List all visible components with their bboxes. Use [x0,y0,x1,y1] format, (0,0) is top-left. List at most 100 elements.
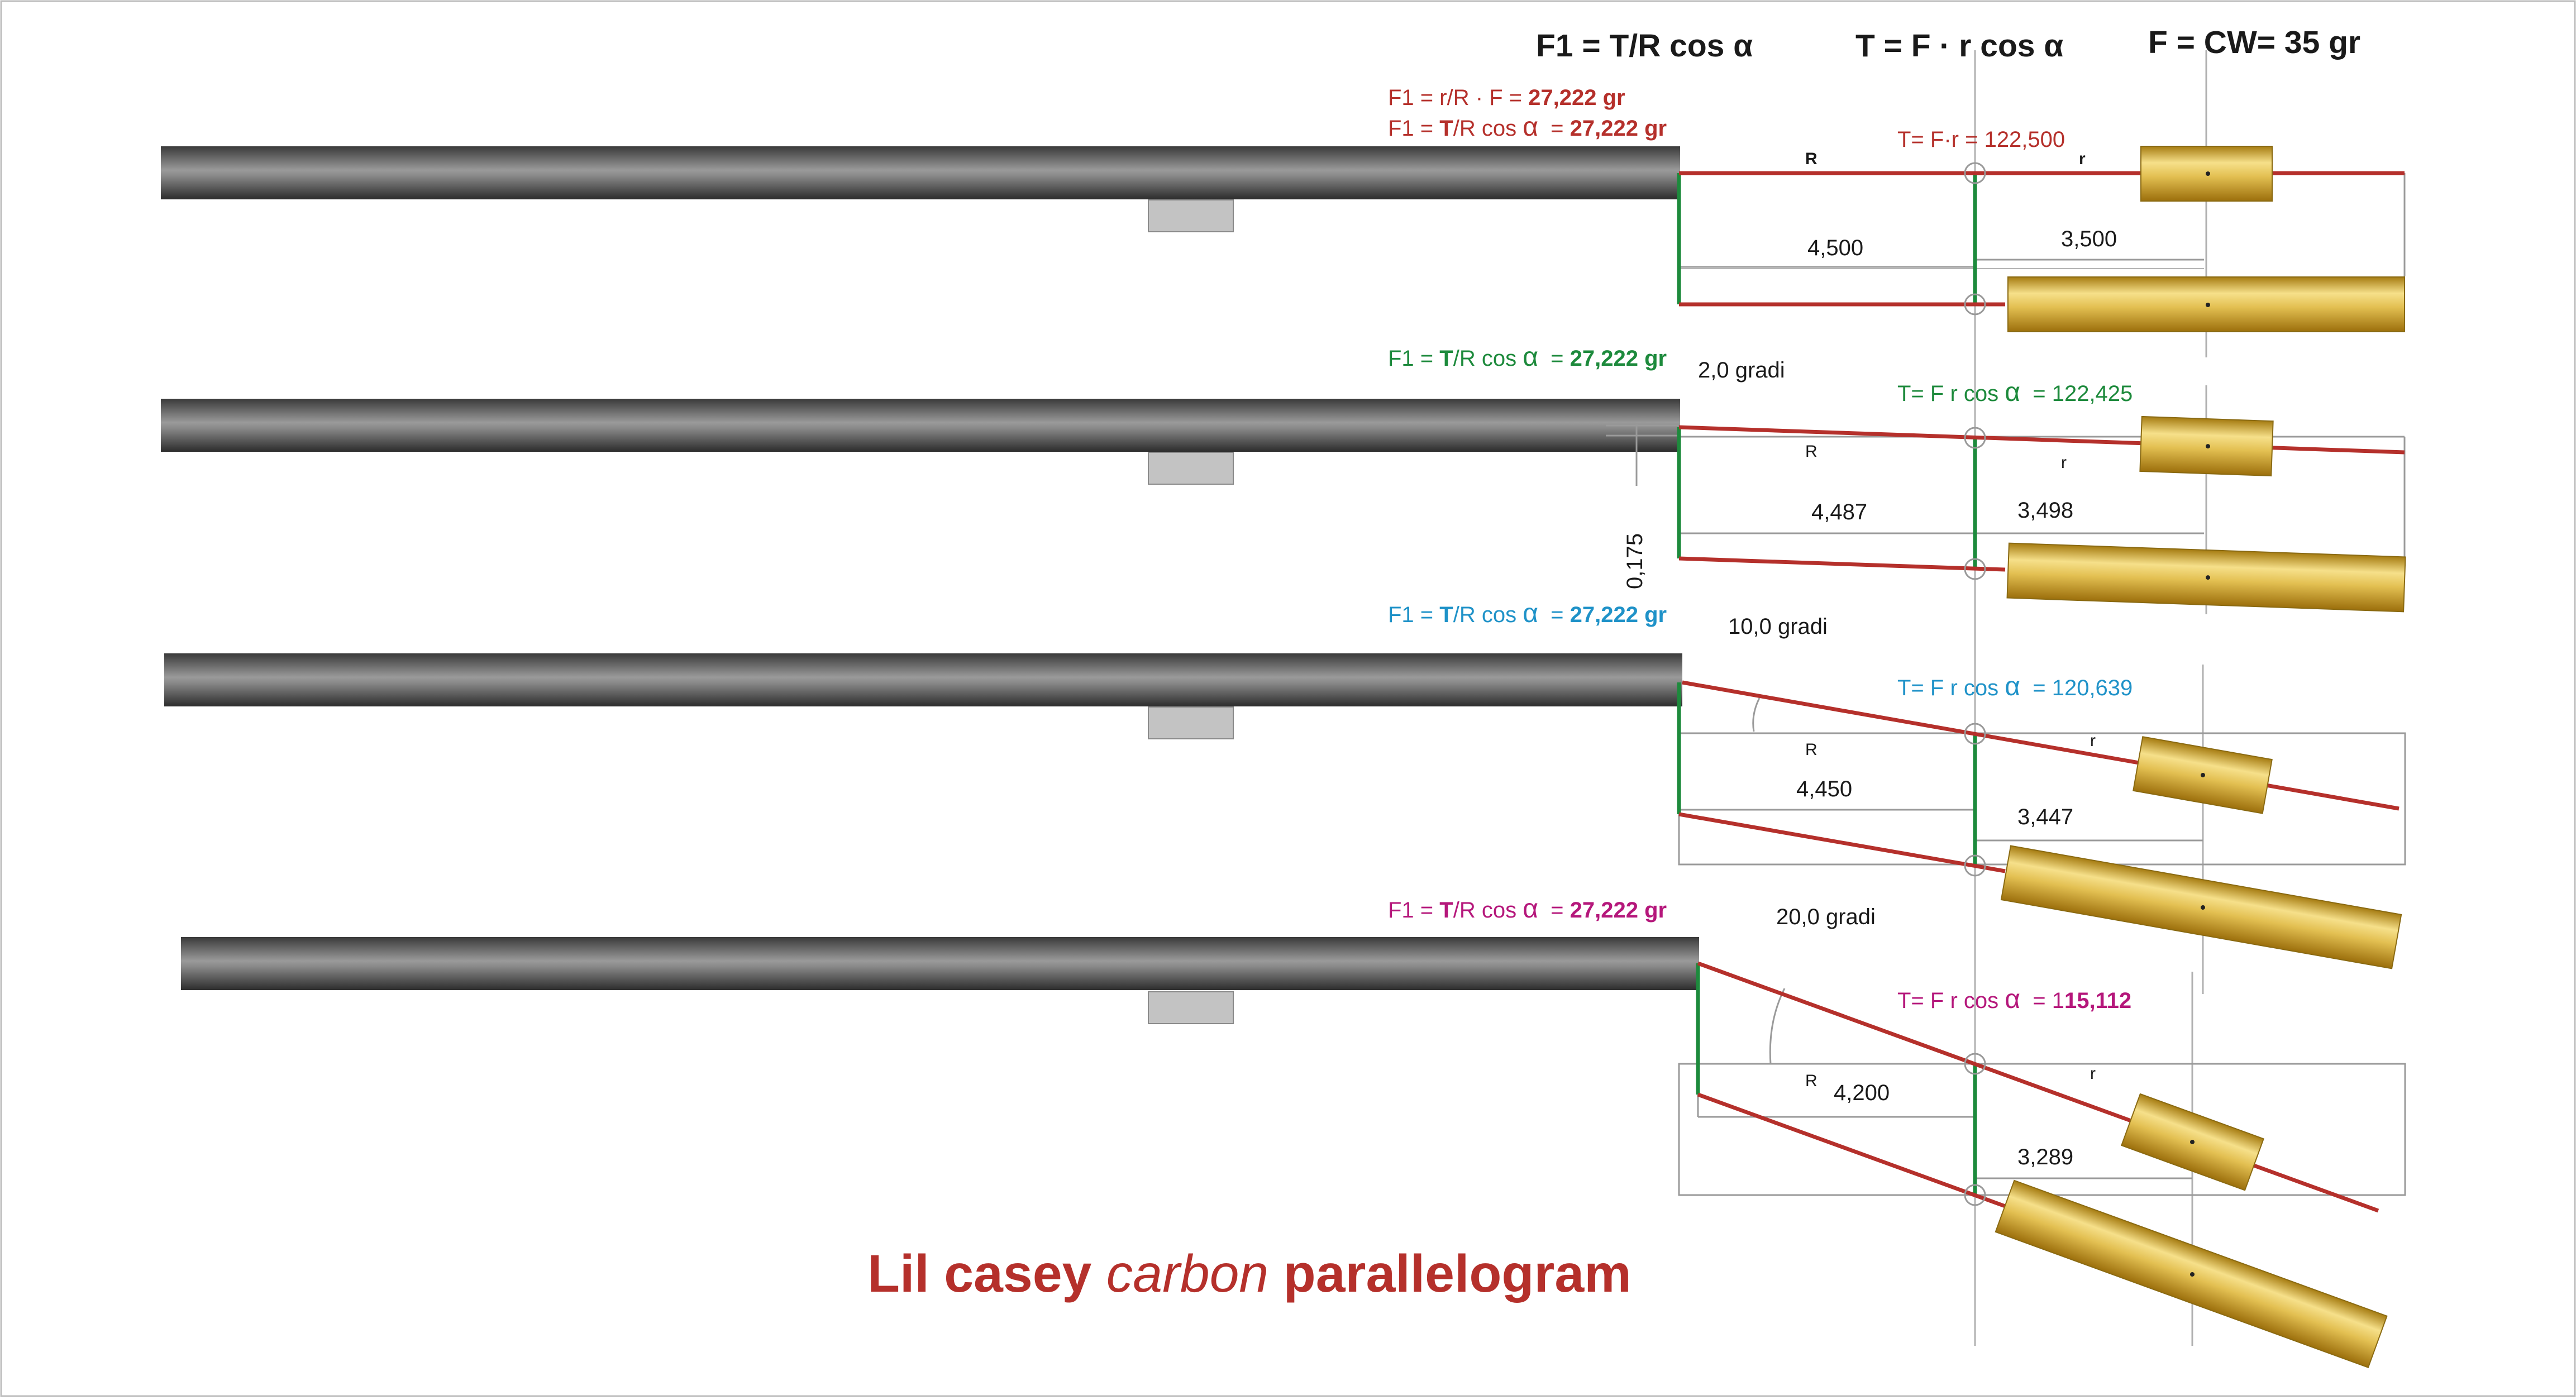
formula-alpha: α [1523,894,1538,924]
title-part2: carbon [1106,1244,1268,1303]
formula-2-alpha: α [1523,112,1538,142]
torque-a: T= F r cos [1897,988,2005,1013]
dim-R: 4,500 [1807,236,1863,260]
dim-R: 4,487 [1811,500,1867,524]
rod-clamp [1148,199,1234,232]
formula-2-value: 27,222 gr [1570,116,1667,141]
weight-lower-group [1995,1179,2388,1369]
r-label: r [2090,1064,2096,1083]
weight-lower-dot [2201,905,2205,910]
formula-a: F1 = [1388,603,1439,627]
red-lower-arm [1678,556,2006,572]
formula-2-d: = [1538,116,1570,141]
formula-1: F1 = r/R · F = 27,222 gr [1388,85,1625,110]
weight-upper-group [2121,1093,2264,1191]
r-label: r [2079,150,2086,168]
formula-2-a: F1 = [1388,116,1439,141]
pivot-upper [1964,162,1986,184]
panel-2: F1 = T/R cos α = 27,222 gr 2,0 gradi T= … [161,342,2406,613]
weight-lower-dot [2206,303,2210,307]
torque-a: T= F r cos [1897,676,2005,700]
dimension-frame [1679,268,2204,269]
torque-a: T= F r cos [1897,381,2005,406]
angle-arc [1769,988,1786,1064]
weight-upper-dot [2206,444,2211,449]
R-label: R [1805,150,1817,168]
panel-4: F1 = T/R cos α = 27,222 gr 20,0 gradi T=… [181,894,2406,1369]
title-part3: parallelogram [1268,1244,1631,1303]
dim-R: 4,200 [1834,1081,1890,1105]
formula-d: = [1538,603,1570,627]
red-lower-arm [1678,812,2006,873]
torque-b: = 120,639 [2020,676,2133,700]
torque-alpha: α [2005,378,2020,407]
rod-clamp [1148,706,1234,739]
diagram-title: Lil casey carbon parallelogram [867,1244,1632,1303]
rod [164,653,1682,706]
pivot-upper [1964,1053,1986,1075]
torque-alpha: α [2005,985,2020,1014]
R-label: R [1805,1072,1817,1090]
formula-alpha: α [1523,599,1538,628]
formula-c: /R cos [1453,346,1523,371]
formula-value: 27,222 gr [1570,898,1667,923]
title-part1: Lil casey [867,1244,1106,1303]
angle-label: 10,0 gradi [1728,614,1828,639]
formula: F1 = T/R cos α = 27,222 gr [1388,342,1667,372]
pivot-lower [1964,1184,1986,1206]
rod-clamp [1148,991,1234,1024]
formula-alpha: α [1523,342,1538,372]
formula-2-c: /R cos [1453,116,1523,141]
angle-label: 2,0 gradi [1698,358,1785,383]
red-upper-arm [1697,961,2379,1213]
formula-a: F1 = [1388,898,1439,923]
torque-label: T= F·r = 122,500 [1897,127,2065,152]
formula-2: F1 = T/R cos α = 27,222 gr [1388,112,1667,142]
red-lower-arm [1697,1092,2006,1208]
weight-upper-dot [2206,171,2210,176]
torque-b: = 1 [2020,988,2064,1013]
panel-3: F1 = T/R cos α = 27,222 gr 10,0 gradi T=… [164,599,2406,969]
weight-upper-dot [2201,773,2205,777]
formula-b: T [1439,603,1453,627]
weight-lower-group [2006,542,2406,613]
weight-upper-group [2139,415,2274,477]
dim-r: 3,447 [2017,805,2073,829]
weight-upper-group [2133,736,2273,814]
formula-d: = [1538,346,1570,371]
pivot-upper [1964,723,1986,745]
formula: F1 = T/R cos α = 27,222 gr [1388,599,1667,628]
formula: F1 = T/R cos α = 27,222 gr [1388,894,1667,924]
header-col3: F = CW= 35 gr [2148,25,2360,60]
angle-arc [1752,697,1761,732]
torque-label: T= F r cos α = 122,425 [1897,378,2133,407]
weight-lower-dot [2206,575,2211,580]
rod-clamp [1148,452,1234,485]
formula-1-value: 27,222 gr [1528,85,1625,110]
weight-upper-dot [2190,1140,2195,1144]
red-upper-arm [1682,680,2400,811]
pivot-upper [1964,427,1986,449]
formula-2-b: T [1439,116,1453,141]
pivot-lower [1964,854,1986,877]
torque-alpha: α [2005,672,2020,701]
rod [161,146,1680,199]
formula-value: 27,222 gr [1570,603,1667,627]
dim-R: 4,450 [1796,777,1852,801]
dim-r: 3,289 [2017,1145,2073,1169]
dimension-frame [1678,732,2406,866]
formula-a: F1 = [1388,346,1439,371]
torque-label: T= F r cos α = 115,112 [1897,985,2131,1014]
formula-1-text: F1 = r/R · F = [1388,85,1528,110]
weight-lower-group [2000,845,2402,969]
rod [161,399,1680,452]
angle-label: 20,0 gradi [1776,905,1876,929]
pivot-lower [1964,558,1986,580]
dim-r: 3,498 [2017,498,2073,523]
r-label: r [2061,453,2067,472]
rod [181,937,1699,990]
formula-value: 27,222 gr [1570,346,1667,371]
formula-c: /R cos [1453,898,1523,923]
